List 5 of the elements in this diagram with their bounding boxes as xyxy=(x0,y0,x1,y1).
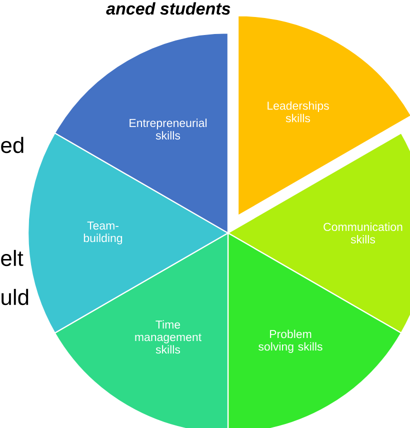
body-text: ed xyxy=(1,136,24,154)
pie-slice: Leaderships skills xyxy=(237,15,410,216)
body-text: elt xyxy=(1,250,24,266)
title: anced students xyxy=(106,2,230,15)
body-text: uld xyxy=(2,288,28,306)
